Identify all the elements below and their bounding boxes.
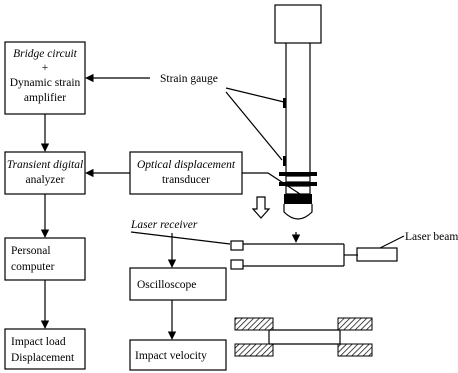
drop-rod-assembly [274,4,322,220]
rod-collar-2 [279,182,317,186]
specimen-icon [234,317,373,357]
optical-label-1: Optical displacement [137,159,236,171]
transient-digital-analyzer-box: Transient digital analyzer [4,151,86,195]
rod-tip [283,204,313,220]
impact-label-1: Impact load [11,336,66,348]
impact-direction-icon [251,196,271,219]
impact-load-box: Impact load Displacement [4,328,86,370]
laser-receiver-device [230,240,358,270]
pc-label-2: computer [11,261,55,273]
laser-beam-leader [379,235,405,249]
laser-receiver-label: Laser receiver [130,219,198,231]
bridge-label-2: + [42,62,49,74]
strain-gauge-leader-lower [225,91,283,161]
bridge-label-3: Dynamic strain [10,77,81,89]
velocity-label: Impact velocity [135,350,207,362]
optical-label-2: transducer [162,174,210,186]
strain-gauge-lower [283,156,286,166]
impact-velocity-box: Impact velocity [129,339,227,371]
laser-receiver-leader [130,231,231,245]
bridge-label-4: amplifier [24,92,66,104]
pc-label-1: Personal [11,245,51,257]
transient-label-1: Transient digital [7,159,83,171]
optical-leader-line [242,172,301,195]
transient-label-2: analyzer [26,174,65,186]
bridge-label-1: Bridge circuit [13,48,78,60]
strain-gauge-leader-upper [225,87,285,103]
rod-black-band [284,194,312,204]
impact-label-2: Displacement [11,352,75,364]
personal-computer-box: Personal computer [4,237,86,281]
strain-gauge-upper [283,98,286,108]
oscilloscope-box: Oscilloscope [129,267,227,301]
strain-gauge-label: Strain gauge [160,73,218,85]
bridge-circuit-box: Bridge circuit + Dynamic strain amplifie… [4,41,86,115]
laser-emitter [356,247,398,262]
rod-top-block [274,4,322,44]
optical-displacement-transducer-box: Optical displacement transducer [129,151,243,195]
rod-collar-1 [279,172,317,176]
oscilloscope-label: Oscilloscope [137,279,196,291]
laser-beam-label: Laser beam [405,231,458,243]
